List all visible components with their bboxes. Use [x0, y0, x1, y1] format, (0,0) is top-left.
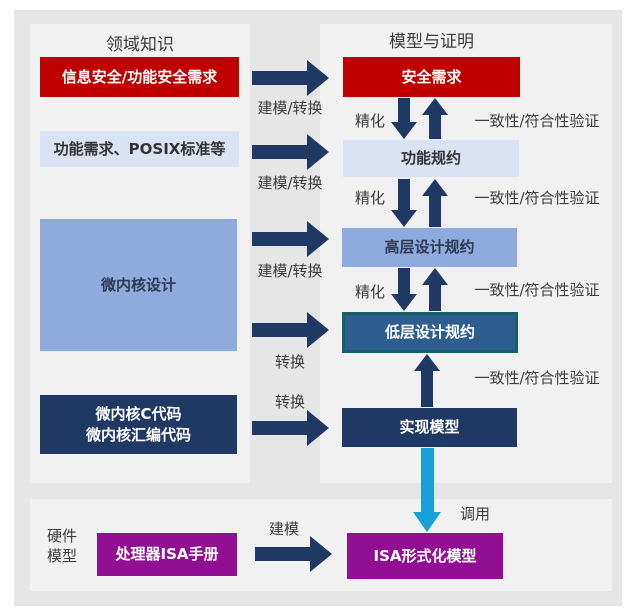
arrow-refine-down-1 [391, 98, 417, 139]
label-hardware-model: 硬件 模型 [36, 527, 88, 566]
label-refine-3: 精化 [354, 283, 385, 301]
label-hardware-model-line1: 硬件 [46, 527, 77, 545]
label-transform-1: 转换 [274, 353, 305, 371]
arrow-verify-up-3 [422, 268, 448, 311]
label-model-transform-1: 建模/转换 [257, 99, 323, 117]
box-low-level-design-spec: 低层设计规约 [342, 312, 518, 353]
box-functional-requirements-posix: 功能需求、POSIX标准等 [40, 131, 239, 167]
arrow-design-low-right [252, 312, 329, 348]
label-model: 建模 [268, 520, 299, 538]
box-isa-formal-model: ISA形式化模型 [347, 533, 503, 579]
label-refine-2: 精化 [354, 189, 385, 207]
box-functional-spec: 功能规约 [343, 140, 519, 177]
label-invoke: 调用 [459, 505, 490, 523]
arrow-refine-down-3 [391, 268, 417, 311]
label-consistency-verify-4: 一致性/符合性验证 [474, 369, 600, 387]
box-processor-isa-manual: 处理器ISA手册 [97, 533, 237, 576]
box-microkernel-code: 微内核C代码 微内核汇编代码 [40, 395, 237, 454]
arrow-invoke-down [413, 448, 441, 532]
label-consistency-verify-2: 一致性/符合性验证 [474, 189, 600, 207]
label-hardware-model-line2: 模型 [46, 546, 77, 565]
label-consistency-verify-1: 一致性/符合性验证 [474, 112, 600, 130]
box-microkernel-design: 微内核设计 [40, 219, 237, 351]
box-high-level-design-spec: 高层设计规约 [342, 228, 517, 267]
label-model-transform-3: 建模/转换 [257, 262, 323, 280]
box-microkernel-code-line1: 微内核C代码 [95, 405, 182, 424]
box-microkernel-code-line2: 微内核汇编代码 [85, 425, 191, 444]
arrow-code-impl-right [252, 410, 329, 446]
box-infosec-funcsafe-requirements: 信息安全/功能安全需求 [40, 57, 239, 97]
label-consistency-verify-3: 一致性/符合性验证 [474, 281, 600, 299]
box-security-requirements: 安全需求 [343, 57, 520, 97]
arrow-security-req-right [252, 60, 329, 96]
title-models-proofs: 模型与证明 [389, 32, 474, 52]
arrow-verify-up-2 [422, 179, 448, 227]
arrow-isa-manual-right [255, 536, 332, 572]
box-implementation-model: 实现模型 [342, 408, 517, 447]
arrow-design-high-right [252, 221, 329, 257]
label-transform-2: 转换 [274, 393, 305, 411]
arrow-refine-down-2 [391, 179, 417, 227]
label-refine-1: 精化 [354, 112, 385, 130]
label-model-transform-2: 建模/转换 [257, 174, 323, 192]
title-domain-knowledge: 领域知识 [106, 35, 174, 55]
arrow-verify-up-4 [414, 354, 440, 407]
arrow-functional-req-right [252, 134, 329, 170]
arrow-verify-up-1 [422, 98, 448, 139]
